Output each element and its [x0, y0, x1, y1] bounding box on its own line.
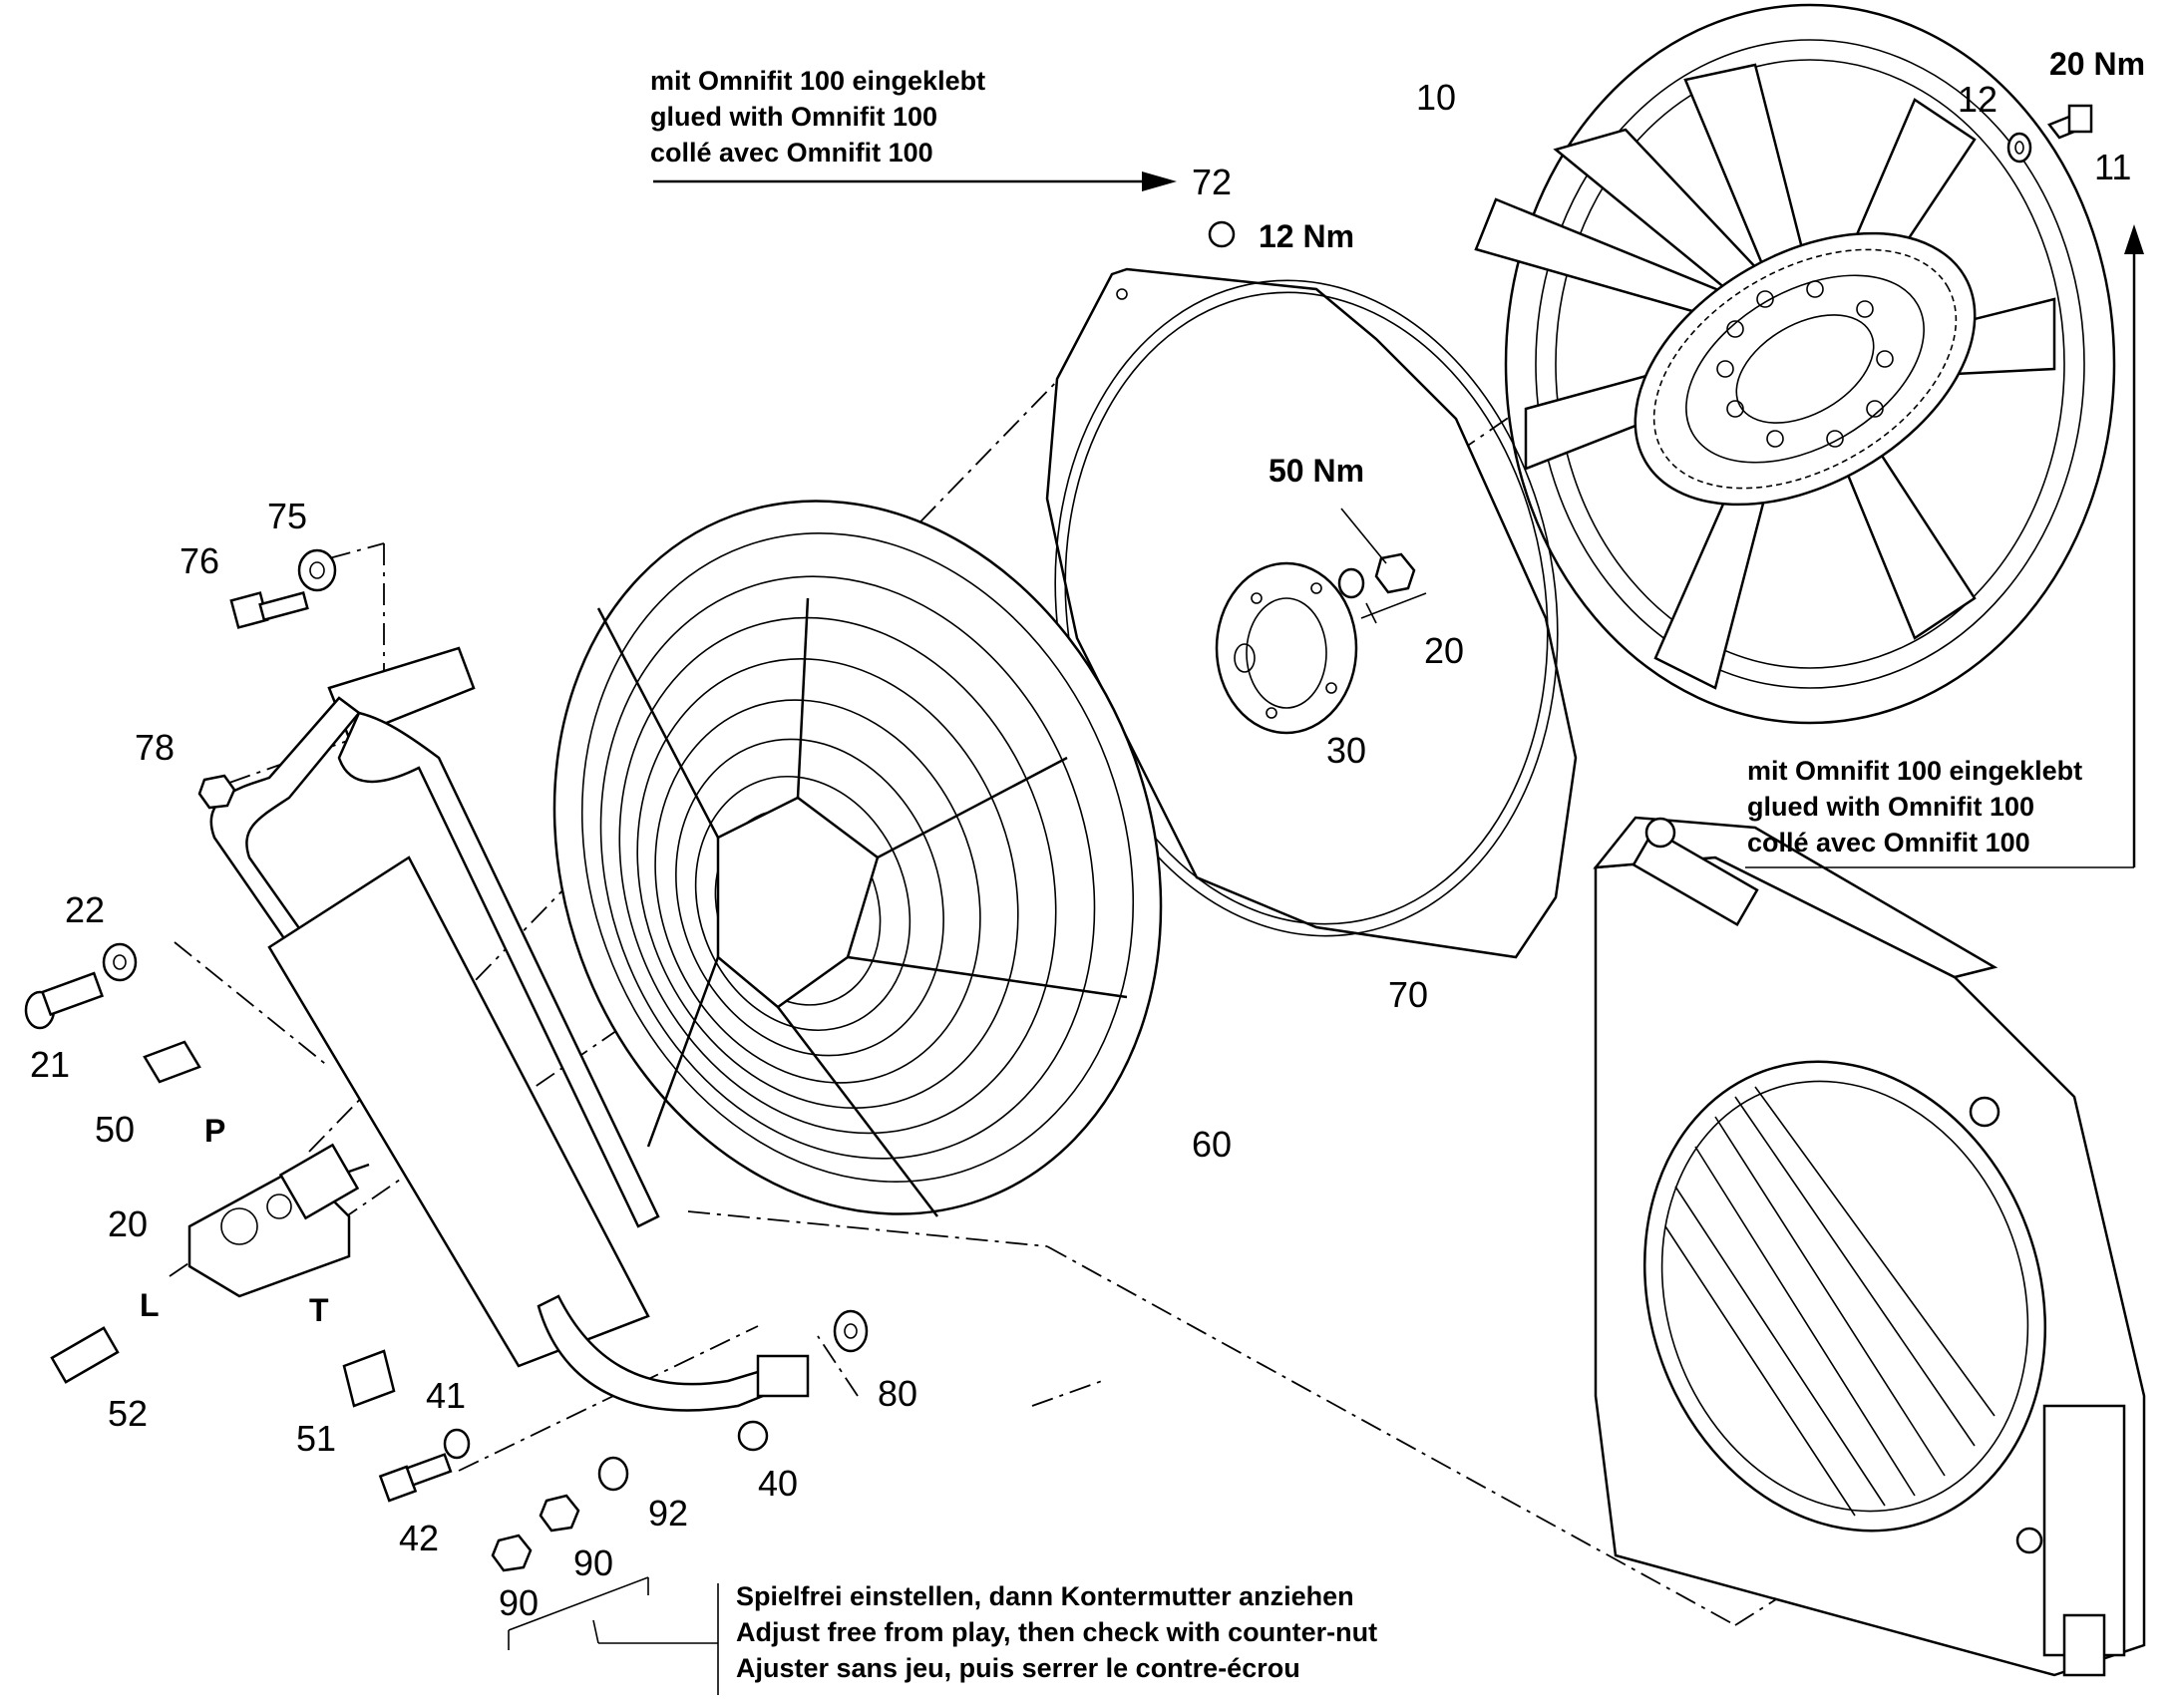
label-40: 40: [758, 1463, 798, 1504]
torque-labels: 20 Nm 12 Nm 50 Nm: [1259, 46, 2145, 489]
note-glue-top-de: mit Omnifit 100 eingeklebt: [650, 66, 985, 96]
mounting-bracket: [209, 646, 810, 1452]
torque-12nm: 12 Nm: [1259, 218, 1354, 254]
part-labels: 10 12 11 72 20 30 70 60 75 76 78 22 21 5…: [30, 77, 2131, 1623]
fan-wheel-10: [1474, 3, 2116, 725]
fan-guard-60: [552, 500, 1163, 1217]
note-glue-right: mit Omnifit 100 eingeklebt glued with Om…: [1747, 756, 2082, 857]
port-t-label: T: [309, 1292, 329, 1328]
note-glue-top-fr: collé avec Omnifit 100: [650, 138, 933, 168]
note-glue-right-de: mit Omnifit 100 eingeklebt: [1747, 756, 2082, 786]
label-22: 22: [65, 889, 105, 930]
label-20-nut: 20: [1424, 630, 1464, 671]
note-adjust-de: Spielfrei einstellen, dann Kontermutter …: [736, 1581, 1354, 1611]
note-adjust-fr: Ajuster sans jeu, puis serrer le contre-…: [736, 1653, 1300, 1683]
note-adjust-en: Adjust free from play, then check with c…: [736, 1617, 1377, 1647]
hydraulic-motor-20: [187, 1143, 370, 1298]
label-30: 30: [1326, 730, 1366, 771]
label-11: 11: [2094, 147, 2131, 187]
label-21: 21: [30, 1044, 70, 1085]
leader-lines: [508, 171, 2144, 1695]
label-78: 78: [135, 727, 175, 768]
note-glue-right-en: glued with Omnifit 100: [1747, 792, 2034, 822]
note-glue-top-en: glued with Omnifit 100: [650, 102, 937, 132]
note-glue-top: mit Omnifit 100 eingeklebt glued with Om…: [650, 66, 985, 168]
label-72: 72: [1192, 162, 1232, 202]
label-12: 12: [1958, 79, 1998, 120]
fasteners: [24, 104, 2093, 1572]
label-42: 42: [399, 1518, 439, 1558]
note-glue-right-fr: collé avec Omnifit 100: [1747, 828, 2030, 857]
port-p-label: P: [204, 1113, 225, 1149]
label-92: 92: [648, 1493, 688, 1534]
label-50: 50: [95, 1109, 135, 1150]
port-l-label: L: [140, 1287, 160, 1323]
label-60: 60: [1192, 1124, 1232, 1165]
label-51: 51: [296, 1418, 336, 1459]
label-70: 70: [1388, 974, 1428, 1015]
port-labels: P L T: [140, 1113, 329, 1328]
note-adjust: Spielfrei einstellen, dann Kontermutter …: [736, 1581, 1377, 1683]
label-20-pump: 20: [108, 1203, 148, 1244]
label-75: 75: [267, 496, 307, 536]
label-90-a: 90: [573, 1542, 613, 1583]
label-10: 10: [1416, 77, 1456, 118]
label-41: 41: [426, 1375, 466, 1416]
fan-shroud-70: [1045, 267, 1578, 959]
label-90-b: 90: [499, 1582, 539, 1623]
radiator-assembly: [1593, 816, 2146, 1677]
label-52: 52: [108, 1393, 148, 1434]
torque-20nm: 20 Nm: [2049, 46, 2145, 82]
label-76: 76: [180, 540, 219, 581]
torque-50nm: 50 Nm: [1269, 453, 1364, 489]
label-80: 80: [878, 1373, 917, 1414]
